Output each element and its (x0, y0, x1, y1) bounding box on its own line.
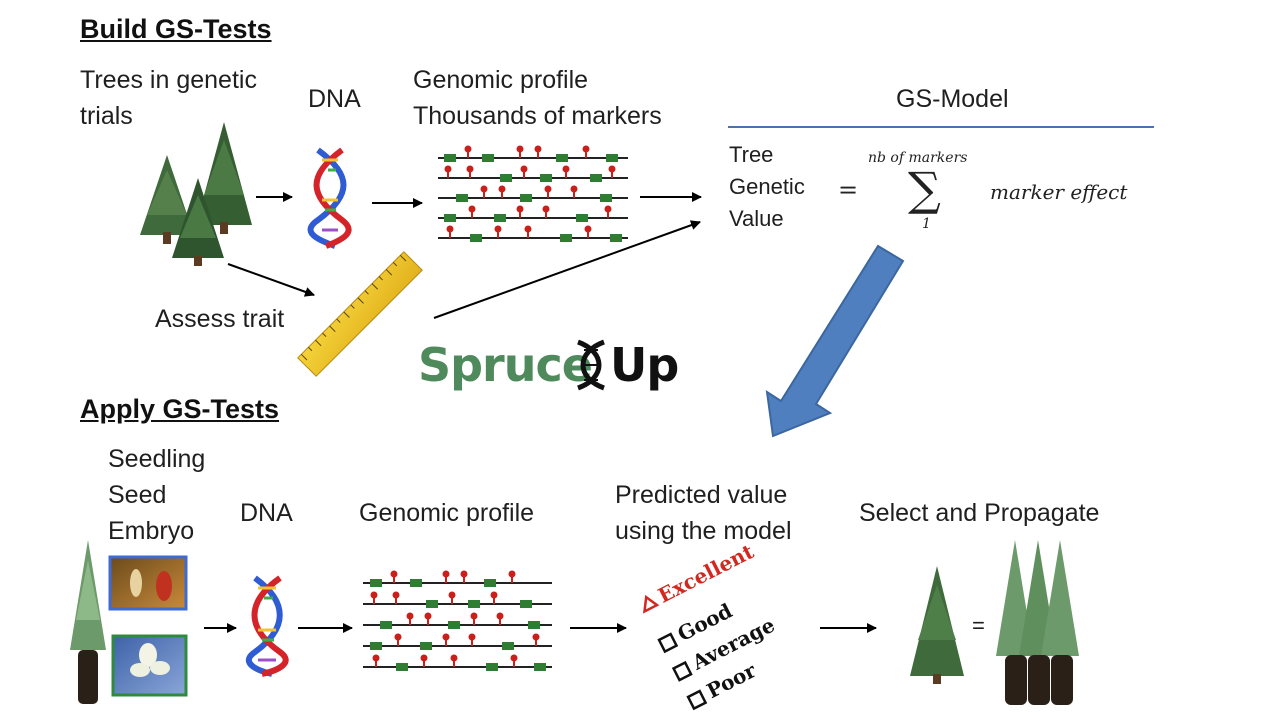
trees-label-line2: trials (80, 102, 133, 130)
arrow-trait-to-model (433, 220, 701, 319)
ruler-icon (297, 251, 423, 377)
propagated-seedlings-icon (996, 540, 1079, 705)
conifer-trees-icon (140, 122, 252, 266)
genomic-profile-label: Genomic profile (413, 66, 589, 94)
summand-marker-effect: marker effect (990, 180, 1128, 204)
sum-lower-limit: 1 (922, 216, 931, 232)
assess-trait-label: Assess trait (155, 305, 285, 333)
build-heading: Build GS-Tests (80, 14, 272, 44)
gs-model-title: GS-Model (896, 85, 1009, 113)
selected-tree-icon (910, 566, 964, 684)
tree-value-line2: Genetic (729, 174, 805, 199)
apply-dna-label: DNA (240, 499, 293, 527)
arrow-trees-to-trait (227, 263, 315, 297)
genomic-profile-apply (363, 570, 552, 671)
sample-seed-label: Seed (108, 481, 167, 509)
predicted-value-line2: using the model (615, 517, 792, 545)
apply-genomic-profile-label: Genomic profile (359, 499, 535, 527)
logo-dna-icon (577, 339, 605, 391)
dna-label: DNA (308, 85, 361, 113)
propagate-equals: = (972, 613, 985, 638)
big-apply-arrow (765, 244, 905, 438)
checklist-item-excellent: Excellent (654, 539, 758, 608)
tree-value-line1: Tree (729, 142, 774, 167)
sample-embryo-label: Embryo (108, 517, 195, 545)
model-divider (728, 126, 1154, 128)
markers-count-label: Thousands of markers (413, 102, 662, 130)
sample-seedling-label: Seedling (108, 445, 206, 473)
seed-image (108, 555, 188, 611)
sum-upper-limit: nb of markers (868, 150, 968, 166)
apply-dna-helix-icon (245, 575, 289, 677)
rating-checklist: Excellent Good Average Poor (642, 539, 779, 711)
trees-label-line1: Trees in genetic (80, 66, 257, 94)
embryo-image (111, 634, 188, 697)
apply-heading: Apply GS-Tests (80, 394, 280, 424)
select-propagate-label: Select and Propagate (859, 499, 1100, 527)
tree-value-line3: Value (729, 206, 784, 231)
predicted-value-line1: Predicted value (615, 481, 788, 509)
sum-symbol: ∑ (908, 162, 941, 216)
dna-helix-icon (307, 147, 352, 249)
logo-spruce-text: Spruce (418, 338, 593, 392)
seedling-plug-icon (70, 540, 106, 704)
genomic-profile-build (438, 145, 628, 242)
model-equals: = (838, 176, 859, 204)
logo-up-text: Up (610, 338, 679, 392)
